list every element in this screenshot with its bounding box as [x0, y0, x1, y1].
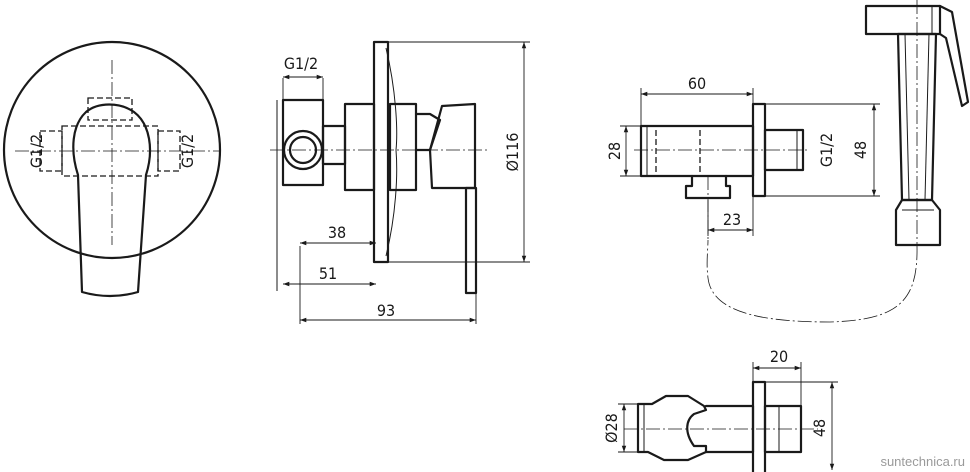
dimension-diameter-28: Ø28: [602, 413, 621, 443]
holder-side-view: 60 28 G1/2 48 23: [605, 74, 880, 240]
dimension-28: 28: [605, 142, 624, 160]
thread-label-top: G1/2: [284, 54, 318, 73]
watermark: suntechnica.ru: [880, 454, 965, 469]
thread-label-left: G1/2: [27, 134, 46, 168]
dimension-93: 93: [377, 301, 395, 320]
thread-label-right: G1/2: [178, 134, 197, 168]
holder-bottom-view: 20 Ø28 48: [602, 347, 838, 472]
dimension-20: 20: [770, 347, 788, 366]
dimension-diameter-116: Ø116: [503, 133, 522, 172]
mixer-front-view: G1/2 G1/2: [2, 40, 222, 298]
dimension-48-bottom: 48: [810, 419, 829, 437]
hose: [706, 239, 918, 323]
dimension-60: 60: [688, 74, 706, 93]
dimension-38: 38: [328, 223, 346, 242]
dimension-51: 51: [319, 264, 337, 283]
hygienic-shower-head: [864, 0, 970, 247]
hidden-thread-body: [39, 97, 181, 177]
dimension-48-top: 48: [851, 141, 870, 159]
thread-label-holder: G1/2: [817, 133, 836, 167]
mixer-side-view: G1/2 38 51 93 Ø116: [270, 40, 530, 324]
dimension-23: 23: [723, 210, 741, 229]
